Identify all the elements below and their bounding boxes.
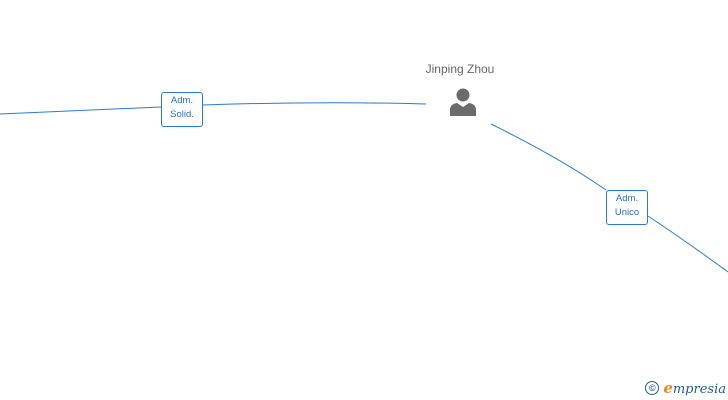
- copyright-icon: ©: [645, 381, 660, 395]
- person-name-label[interactable]: Jinping Zhou: [425, 62, 495, 76]
- brand-logo: empresia: [663, 379, 726, 397]
- brand-initial: e: [663, 379, 673, 397]
- brand-rest: mpresia: [672, 382, 726, 397]
- edge-left-to-person: [202, 102, 427, 106]
- role-badge-line2: Solid.: [170, 109, 194, 120]
- edge-right: [647, 215, 728, 273]
- edge-left: [0, 106, 162, 115]
- role-badge-adm-solid[interactable]: Adm. Solid.: [161, 92, 203, 127]
- role-badge-line1: Adm.: [170, 95, 194, 106]
- role-badge-adm-unico[interactable]: Adm. Unico: [606, 190, 648, 225]
- brand-watermark: © empresia: [645, 378, 726, 398]
- role-badge-line1: Adm.: [615, 193, 639, 204]
- edge-person-to-right: [490, 123, 607, 191]
- person-icon[interactable]: [447, 86, 479, 118]
- role-badge-line2: Unico: [614, 207, 640, 218]
